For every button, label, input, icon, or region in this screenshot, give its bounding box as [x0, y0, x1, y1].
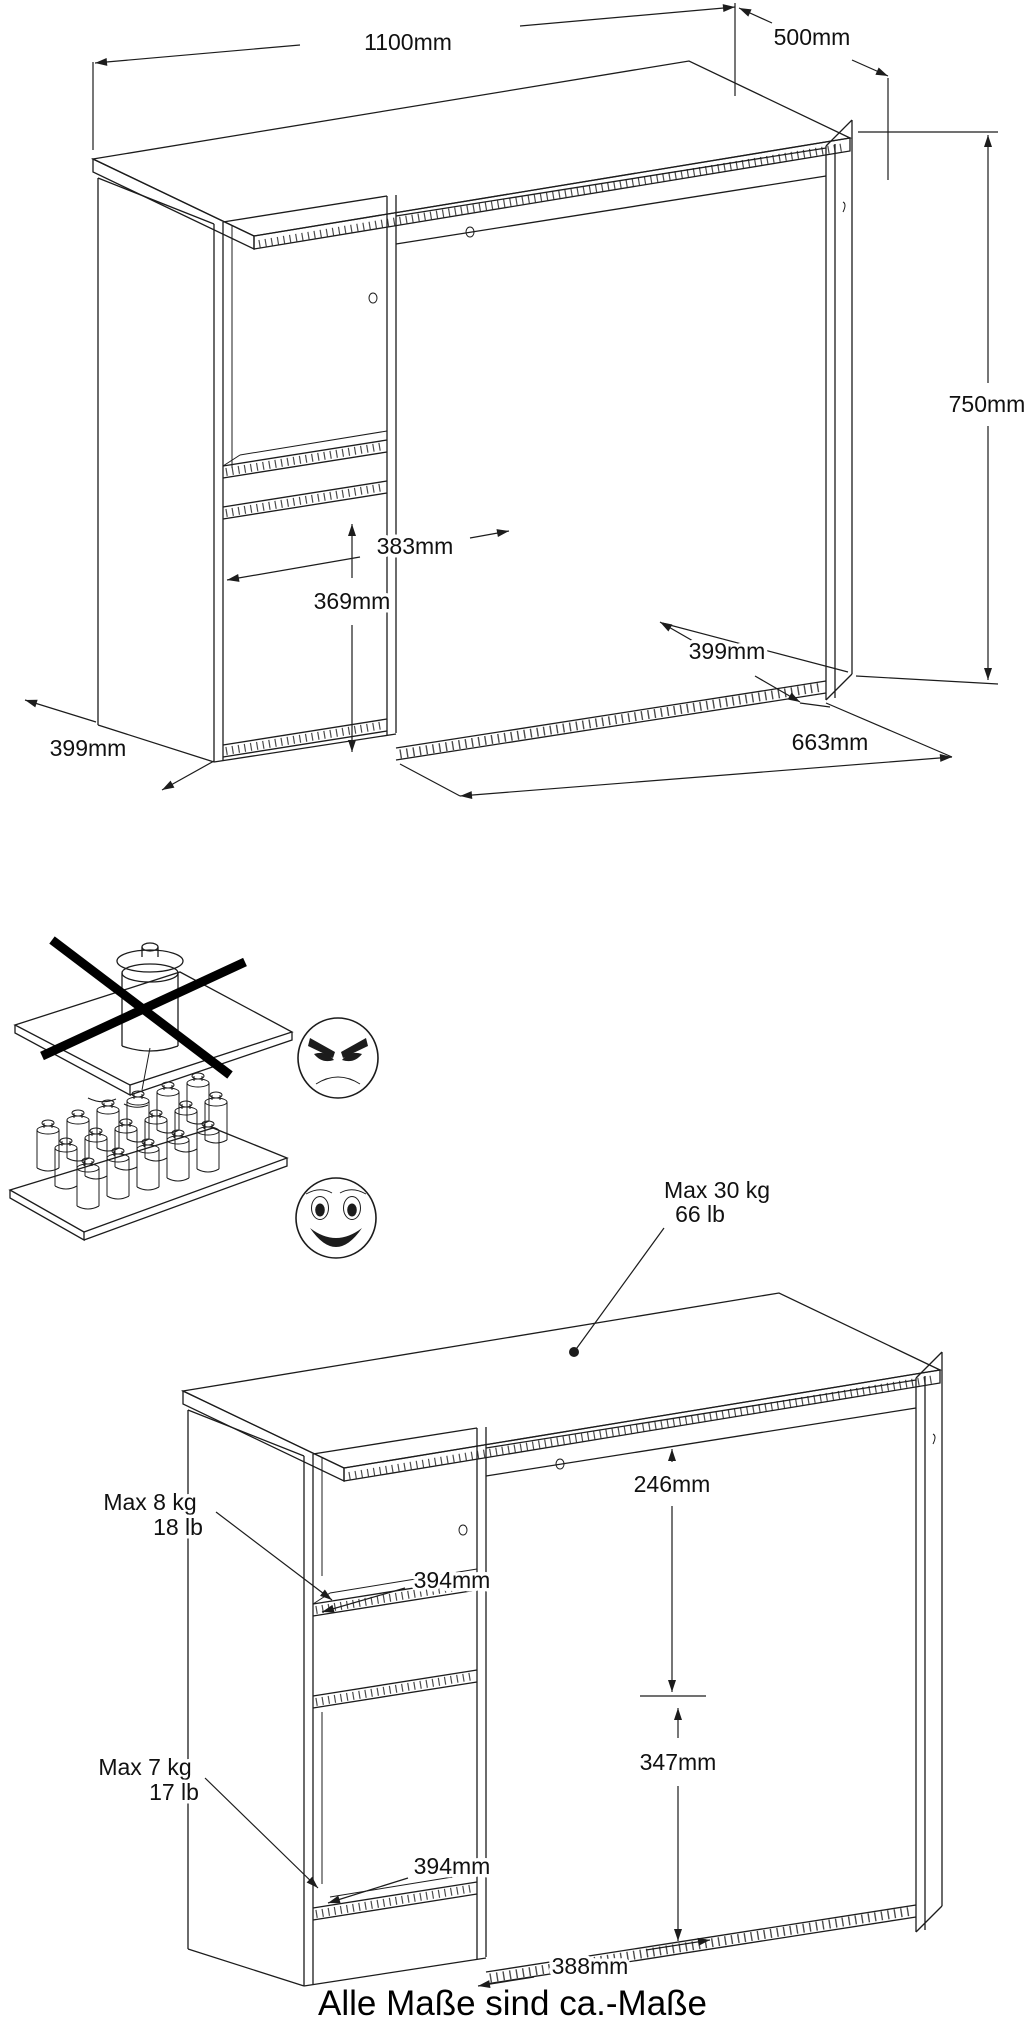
screw-hole-icon — [465, 226, 475, 238]
dim-label: 399mm — [50, 735, 127, 761]
bottom-rail-icon — [395, 680, 827, 761]
dim-lower-width: 394mm — [327, 1850, 494, 1904]
board-icon — [13, 971, 294, 1086]
dim-lower-clearance: 347mm — [636, 1708, 720, 1941]
screw-hole-icon — [555, 1458, 565, 1470]
screw-hole-icon — [368, 292, 378, 304]
wrong-loading-icon — [13, 936, 379, 1108]
cam-fitting-icon — [932, 1433, 936, 1445]
dim-label: 1100mm — [364, 29, 452, 55]
load-label: Max 8 kg — [103, 1489, 196, 1515]
shelf-icon — [222, 430, 388, 479]
dim-shelf-width: 394mm — [321, 1564, 494, 1613]
dim-label: 750mm — [949, 391, 1025, 417]
desk-drawing-load-limits: Max 30 kg 66 lb Max 8 kg 18 lb 394mm 246… — [95, 1174, 943, 1989]
cam-fitting-icon — [842, 201, 846, 213]
screw-hole-icon — [458, 1524, 468, 1536]
dim-panel-depth: 399mm — [659, 621, 849, 708]
load-desktop: Max 30 kg 66 lb — [569, 1174, 774, 1357]
bottom-rail-icon — [485, 1904, 917, 1985]
dim-height: 750mm — [855, 131, 1025, 685]
correct-loading-icon — [8, 1072, 377, 1259]
dim-label: 399mm — [689, 638, 766, 664]
leader-dot-icon — [569, 1347, 579, 1357]
load-label: 18 lb — [153, 1514, 203, 1540]
dim-clearance-width: 663mm — [399, 702, 953, 800]
load-shelf: Max 8 kg 18 lb — [100, 1486, 333, 1601]
back-apron-icon — [485, 1379, 917, 1477]
dim-label: 388mm — [552, 1953, 629, 1979]
dim-label: 394mm — [414, 1567, 491, 1593]
load-label: 17 lb — [149, 1779, 199, 1805]
angry-face-icon — [297, 1017, 379, 1099]
sag-marks-icon — [87, 1097, 149, 1108]
dim-label: 394mm — [414, 1853, 491, 1879]
load-label: Max 7 kg — [98, 1754, 191, 1780]
single-heavy-weight-icon — [116, 942, 184, 1052]
dim-label: 383mm — [377, 533, 454, 559]
dim-pedestal-depth: 399mm — [24, 699, 215, 791]
distributed-weights-icon — [36, 1072, 228, 1210]
right-panel-icon — [915, 1351, 943, 1933]
load-label: Max 30 kg — [664, 1177, 770, 1203]
desk-top-icon — [90, 60, 853, 251]
dim-upper-clearance: 246mm — [630, 1449, 714, 1697]
load-label: 66 lb — [675, 1201, 725, 1227]
dim-door-width: 383mm — [226, 529, 510, 582]
dim-door-height: 369mm — [310, 524, 394, 752]
dim-top-width: 1100mm — [92, 3, 736, 150]
dim-label: 369mm — [314, 588, 391, 614]
prohibition-cross-icon — [40, 936, 247, 1079]
dim-label: 500mm — [774, 24, 851, 50]
desk-top-icon — [180, 1292, 943, 1483]
pedestal-icon — [187, 1409, 487, 1987]
load-lower: Max 7 kg 17 lb — [95, 1751, 319, 1889]
dim-label: 663mm — [792, 729, 869, 755]
pedestal-icon — [97, 177, 397, 763]
dim-label: 347mm — [640, 1749, 717, 1775]
dim-base-width: 388mm — [477, 1937, 711, 1989]
dim-label: 246mm — [634, 1471, 711, 1497]
happy-face-icon — [295, 1177, 377, 1259]
right-panel-icon — [825, 119, 853, 701]
desk-drawing-dimensions: 1100mm 500mm 750mm 383mm 369mm — [24, 3, 1025, 800]
dim-top-depth: 500mm — [738, 7, 889, 180]
footer-note: Alle Maße sind ca.-Maße — [317, 1984, 708, 2023]
back-apron-icon — [395, 147, 827, 245]
